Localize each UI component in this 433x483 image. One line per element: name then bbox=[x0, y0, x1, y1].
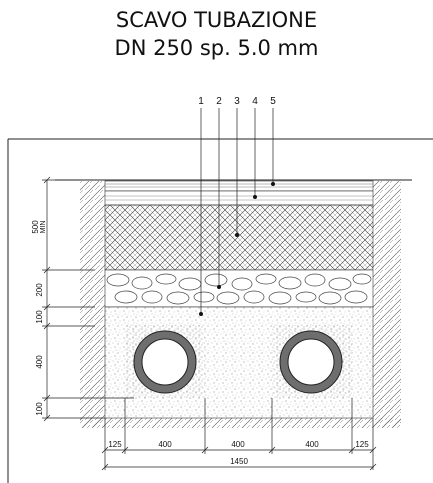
dim-1450-total: 1450 bbox=[230, 457, 248, 466]
dim-200: 200 bbox=[35, 283, 44, 297]
callout-3: 3 bbox=[234, 96, 240, 107]
layer-gravel bbox=[104, 269, 374, 308]
dim-400-left: 400 bbox=[158, 440, 172, 449]
dim-min: MIN bbox=[40, 221, 47, 234]
callout-leaders bbox=[200, 108, 274, 314]
callout-2: 2 bbox=[216, 96, 222, 107]
pipe-left bbox=[133, 330, 197, 394]
dim-400-right: 400 bbox=[305, 440, 319, 449]
soil-right-hatch bbox=[373, 181, 401, 427]
layer-base bbox=[104, 190, 374, 206]
layer-backfill bbox=[104, 204, 374, 271]
dim-125-right: 125 bbox=[355, 440, 369, 449]
callout-dots bbox=[199, 182, 275, 316]
horizontal-dimension-chain bbox=[101, 398, 377, 471]
vertical-dimension-chain bbox=[42, 176, 134, 422]
dim-100-bottom: 100 bbox=[35, 402, 44, 416]
soil-left-hatch bbox=[80, 181, 105, 427]
title-line-2: DN 250 sp. 5.0 mm bbox=[114, 36, 319, 60]
dim-400-middle: 400 bbox=[231, 440, 245, 449]
callout-4: 4 bbox=[252, 96, 258, 107]
callout-1: 1 bbox=[198, 96, 204, 107]
pipe-right bbox=[279, 330, 343, 394]
title-line-1: SCAVO TUBAZIONE bbox=[115, 8, 318, 32]
dim-500: 500 bbox=[31, 220, 40, 234]
dim-125-left: 125 bbox=[108, 440, 122, 449]
callout-5: 5 bbox=[270, 96, 276, 107]
layer-surface bbox=[104, 180, 374, 192]
soil-bottom-hatch bbox=[80, 418, 401, 428]
gravel-stones bbox=[106, 273, 372, 305]
dim-100-top: 100 bbox=[35, 310, 44, 324]
dim-400: 400 bbox=[35, 355, 44, 369]
